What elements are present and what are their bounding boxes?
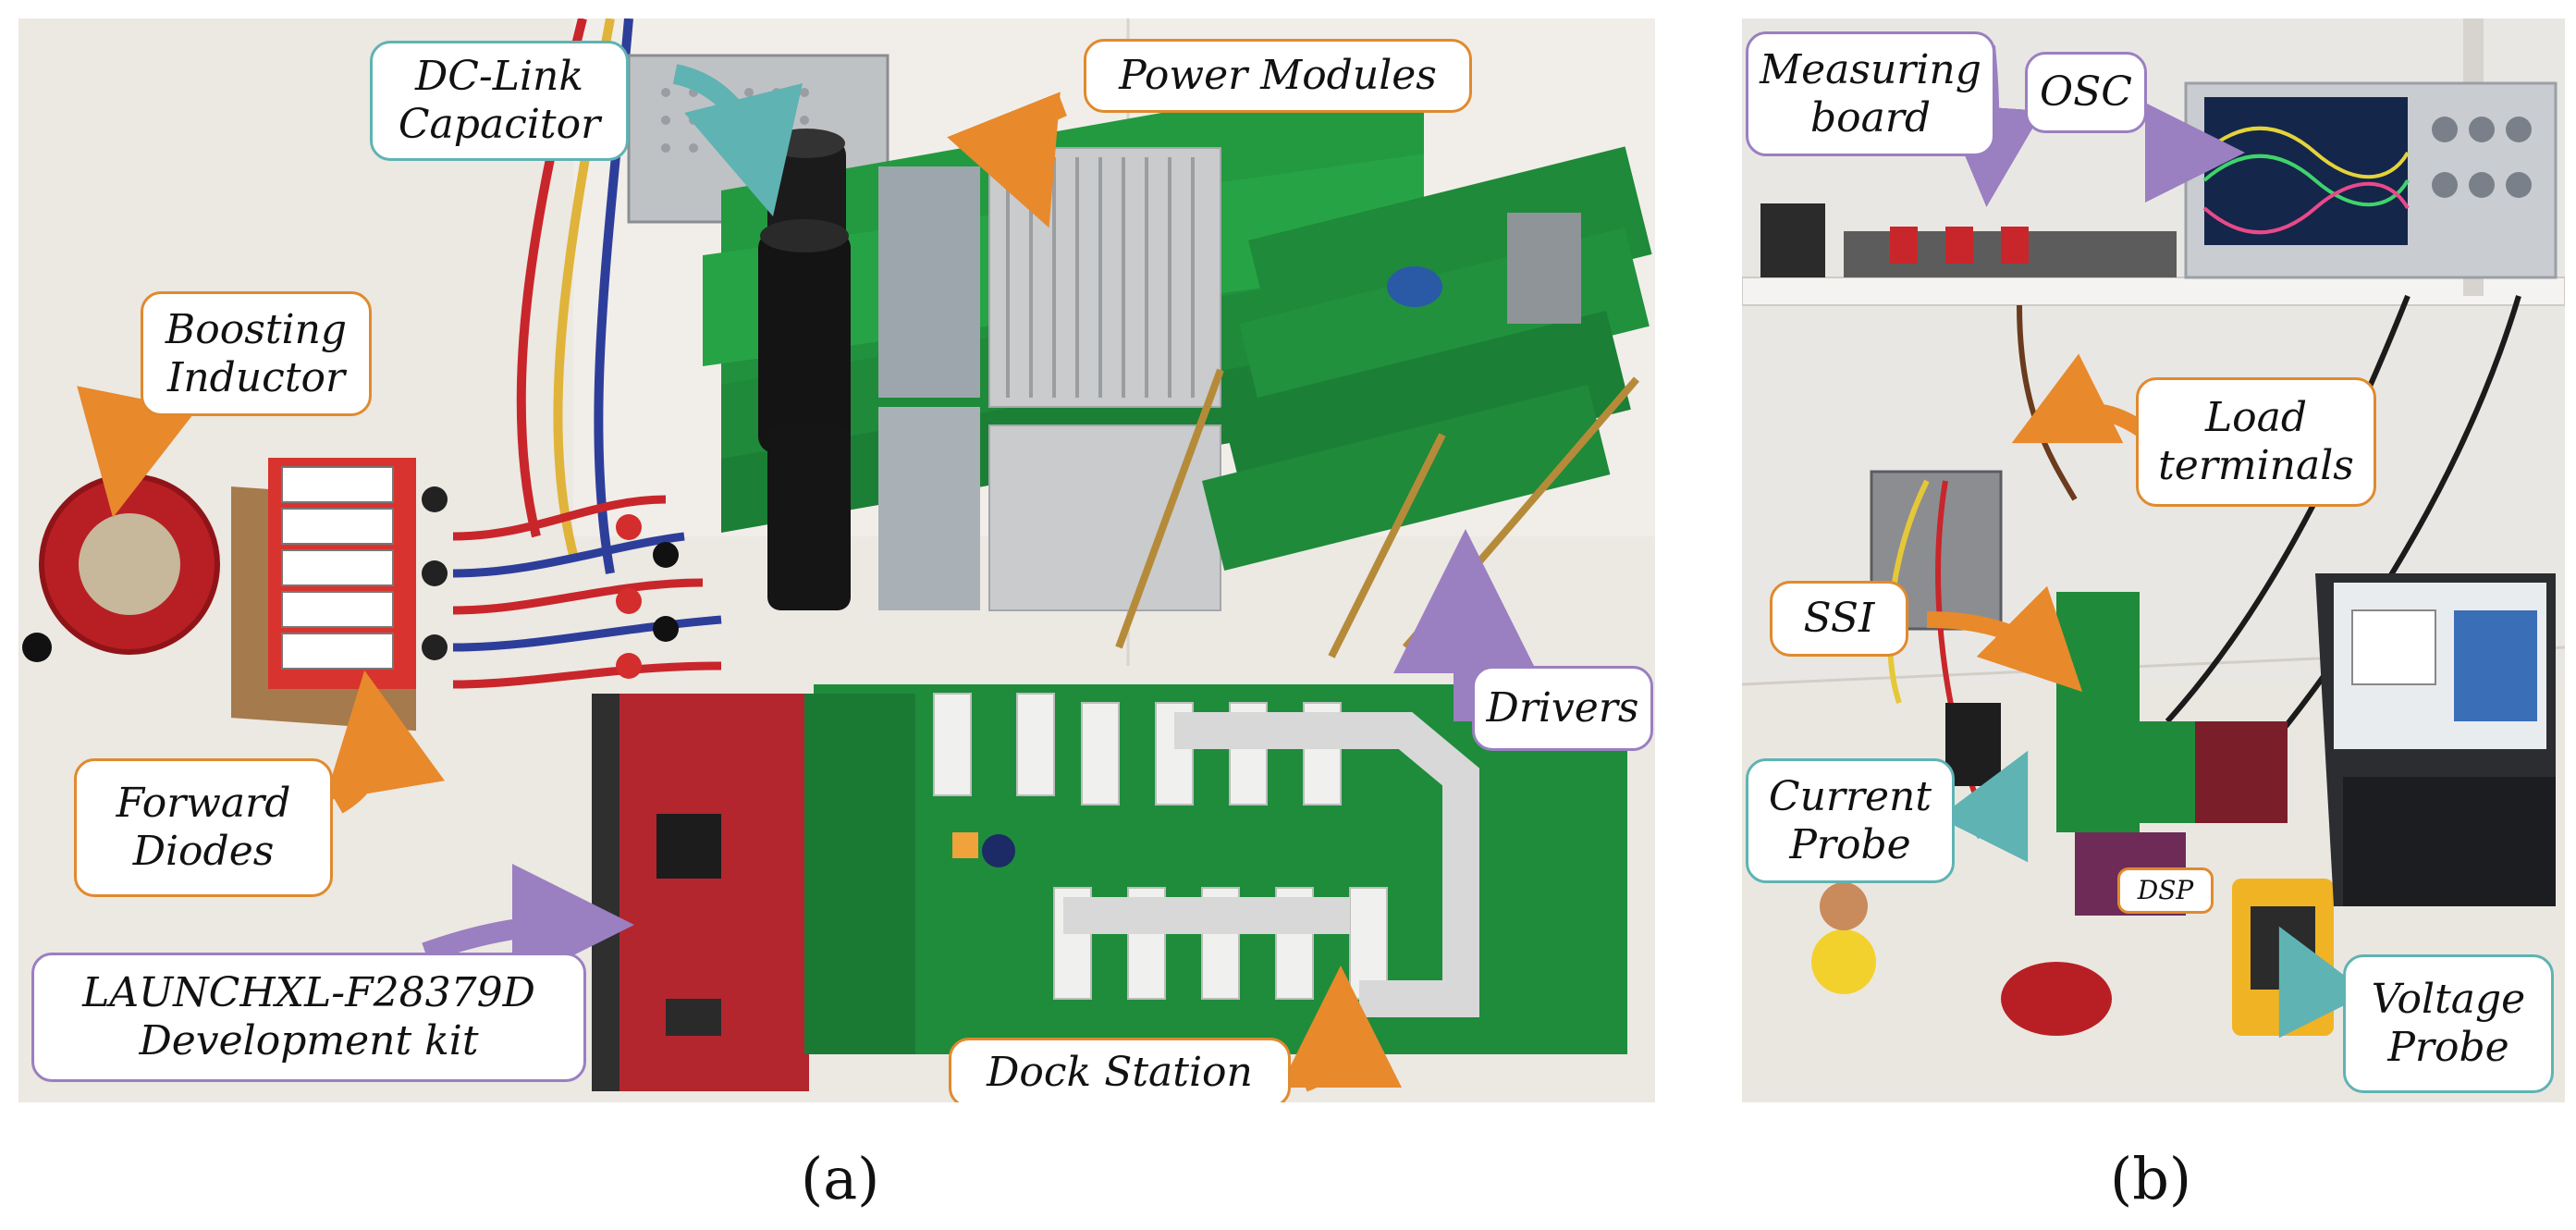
callout-drivers-line-1: Drivers xyxy=(1486,684,1639,732)
callout-current-probe-line-2: Probe xyxy=(1789,820,1911,868)
callout-drivers: Drivers xyxy=(1472,666,1653,751)
callout-load-terminals: Load terminals xyxy=(2136,377,2376,507)
callout-current-probe: Current Probe xyxy=(1746,758,1955,883)
callout-dc-link-line-1: DC-Link xyxy=(414,53,584,101)
hardware-setup-photo-a xyxy=(18,18,1655,1102)
callout-boosting-inductor-line-2: Inductor xyxy=(166,353,346,401)
callout-boosting-inductor: Boosting Inductor xyxy=(141,291,372,416)
callout-dock-station-line-1: Dock Station xyxy=(987,1049,1253,1097)
callout-current-probe-line-1: Current xyxy=(1768,772,1932,820)
callout-measuring-board: Measuring board xyxy=(1746,31,1995,156)
panel-label-b: (b) xyxy=(2110,1145,2192,1212)
callout-boosting-inductor-line-1: Boosting xyxy=(165,305,348,353)
photo-panel-b: Measuring board OSC Load terminals SSI C… xyxy=(1742,18,2565,1102)
callout-voltage-probe: Voltage Probe xyxy=(2343,954,2554,1093)
callout-power-modules: Power Modules xyxy=(1084,39,1472,113)
photo-panel-a: DC-Link Capacitor Power Modules Boosting… xyxy=(18,18,1655,1102)
callout-voltage-probe-line-1: Voltage xyxy=(2371,976,2526,1024)
callout-launchxl-f28379d: LAUNCHXL-F28379D Development kit xyxy=(31,953,586,1082)
callout-dsp: DSP xyxy=(2117,867,2214,914)
callout-load-terminals-line-2: terminals xyxy=(2158,442,2354,489)
callout-launchxl-line-1: LAUNCHXL-F28379D xyxy=(82,969,535,1017)
callout-launchxl-line-2: Development kit xyxy=(139,1017,479,1064)
callout-dc-link-line-2: Capacitor xyxy=(398,101,601,148)
callout-power-modules-line-1: Power Modules xyxy=(1119,52,1437,100)
callout-forward-diodes-line-2: Diodes xyxy=(132,828,275,875)
lab-setup-photo-b xyxy=(1742,18,2565,1102)
callout-measuring-board-line-2: board xyxy=(1809,93,1932,141)
callout-dock-station: Dock Station xyxy=(949,1038,1291,1102)
callout-ssi: SSI xyxy=(1770,581,1908,657)
callout-dsp-line-1: DSP xyxy=(2137,875,2194,906)
callout-ssi-line-1: SSI xyxy=(1803,595,1875,643)
panel-label-a: (a) xyxy=(801,1145,880,1212)
callout-voltage-probe-line-2: Probe xyxy=(2387,1024,2509,1071)
callout-forward-diodes: Forward Diodes xyxy=(74,758,333,897)
callout-osc: OSC xyxy=(2025,52,2147,133)
callout-dc-link-capacitor: DC-Link Capacitor xyxy=(370,41,629,161)
callout-forward-diodes-line-1: Forward xyxy=(116,780,291,828)
callout-measuring-board-line-1: Measuring xyxy=(1760,45,1981,93)
callout-osc-line-1: OSC xyxy=(2040,68,2132,117)
callout-load-terminals-line-1: Load xyxy=(2204,394,2308,442)
